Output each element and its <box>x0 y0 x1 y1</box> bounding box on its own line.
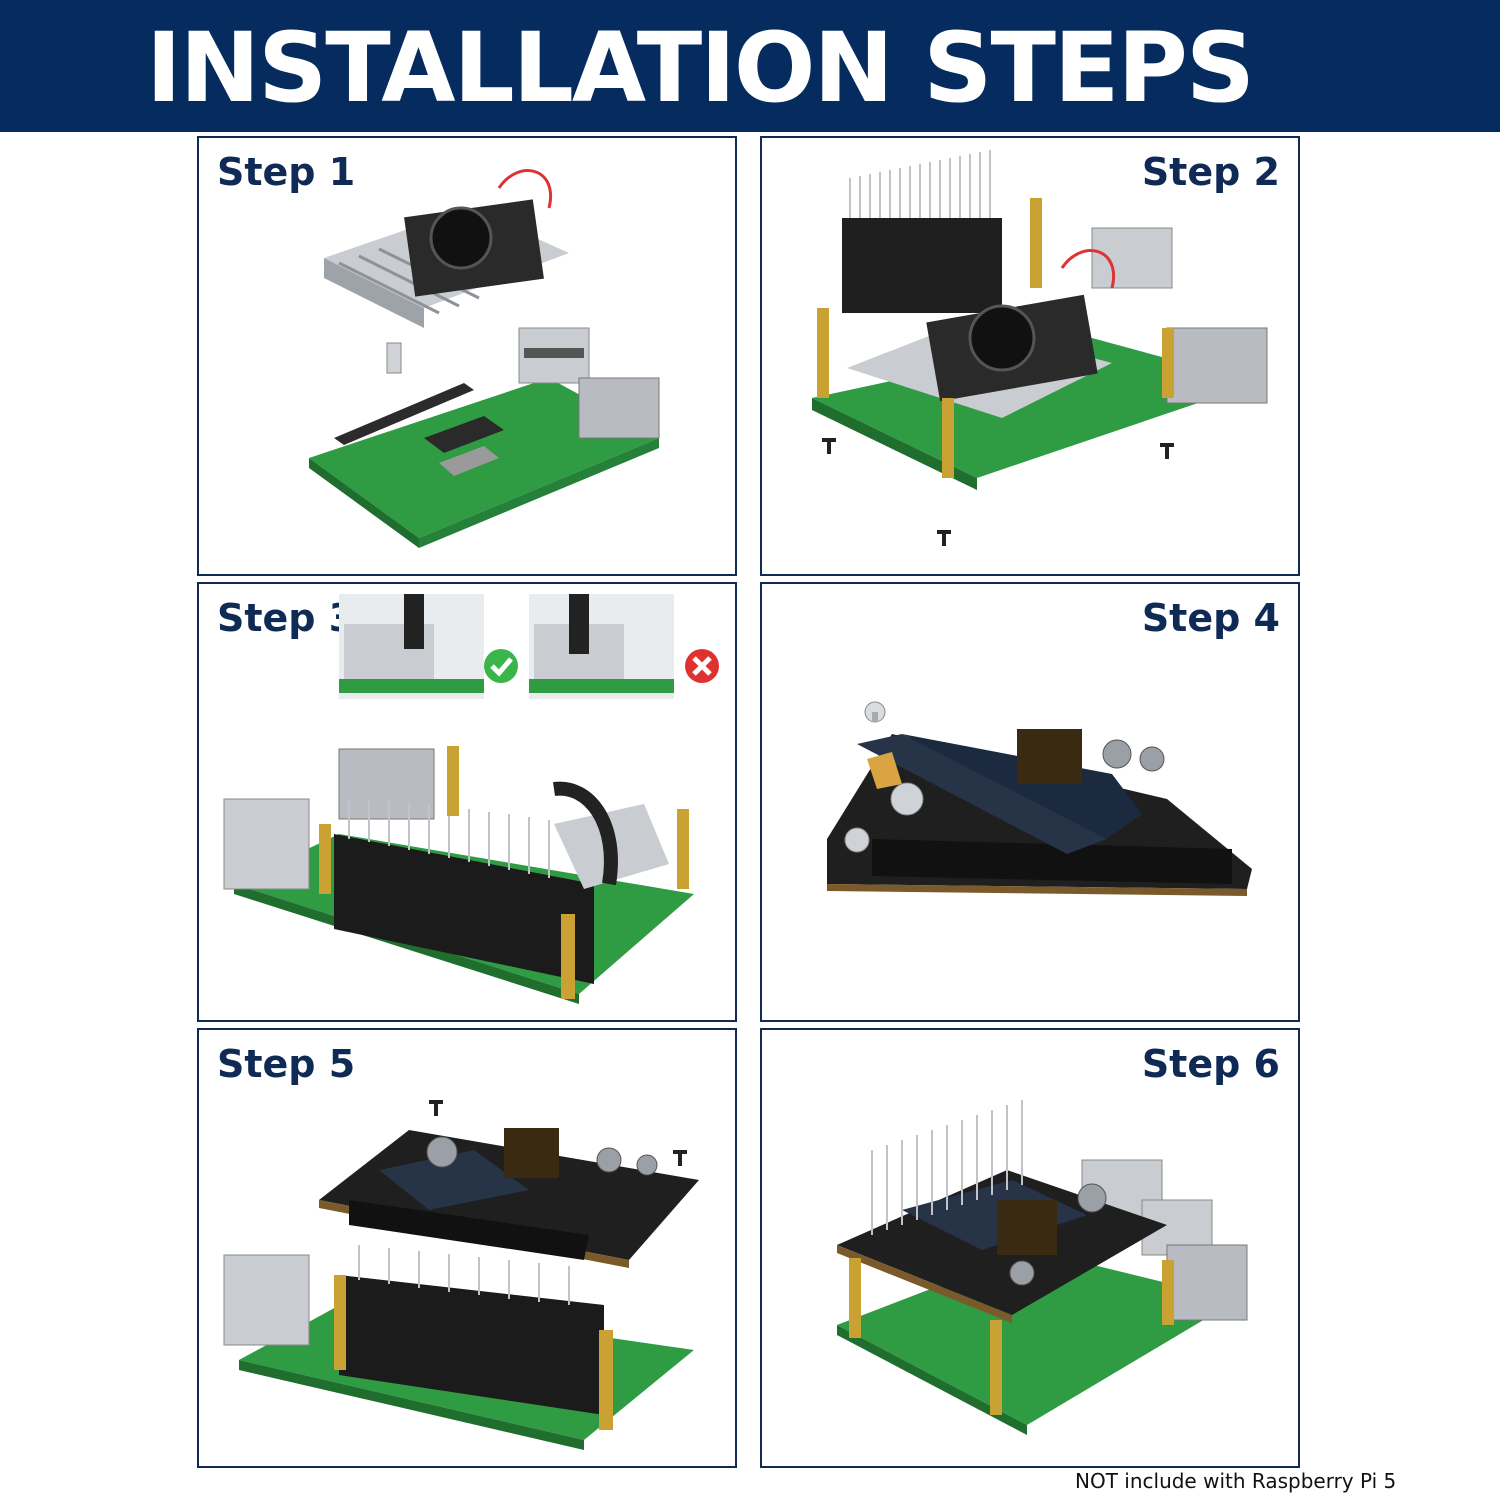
usb-port <box>1091 227 1173 289</box>
soc-chip <box>424 416 504 453</box>
ffc-cable <box>553 781 618 886</box>
capacitor <box>596 1147 622 1173</box>
page-title: INSTALLATION STEPS <box>146 12 1255 124</box>
standoff <box>677 809 689 889</box>
fan-cable <box>497 169 553 209</box>
header-banner: INSTALLATION STEPS <box>0 0 1500 132</box>
nvme-ssd <box>857 734 1107 854</box>
capacitor <box>1009 1260 1035 1286</box>
standoff <box>334 1275 346 1370</box>
ethernet-port <box>1166 1244 1248 1321</box>
nvme-ssd <box>379 1150 529 1210</box>
ethernet-port <box>1166 327 1268 404</box>
footer-note: NOT include with Raspberry Pi 5 <box>1075 1469 1397 1493</box>
step-5-illustration <box>223 1100 699 1450</box>
standoff <box>1162 328 1174 398</box>
standoff <box>817 308 829 398</box>
nvme-ssd <box>902 1180 1087 1250</box>
step-2-label: Step 2 <box>1141 150 1280 194</box>
capacitor <box>1139 746 1165 772</box>
standoff <box>1030 198 1042 288</box>
usb-port <box>223 1254 310 1346</box>
step-1-label: Step 1 <box>217 150 356 194</box>
step-6-illustration <box>837 1100 1248 1435</box>
fan <box>968 304 1036 372</box>
hat-board <box>319 1130 699 1260</box>
usb-port <box>223 798 310 890</box>
step-3-illustration <box>223 594 719 1004</box>
standoff <box>849 1258 861 1338</box>
step-1-panel: Step 1 <box>197 136 737 576</box>
capacitor <box>426 1136 458 1168</box>
check-icon <box>484 649 518 683</box>
step-6-label: Step 6 <box>1141 1042 1280 1086</box>
step-5-label: Step 5 <box>217 1042 356 1086</box>
gpio-extension-header <box>339 1275 604 1415</box>
inductor <box>997 1200 1057 1255</box>
pi-board <box>837 1250 1237 1425</box>
ethernet-port <box>578 377 660 439</box>
standoff <box>319 824 331 894</box>
step-3-panel: Step 3 <box>197 582 737 1022</box>
standoff <box>599 1330 613 1430</box>
inductor <box>504 1128 559 1178</box>
standoff <box>561 914 575 999</box>
step-5-panel: Step 5 <box>197 1028 737 1468</box>
step-3-label: Step 3 <box>217 596 356 640</box>
step-1-illustration <box>309 169 660 548</box>
pi-board <box>812 338 1257 478</box>
standoff <box>1162 1260 1174 1325</box>
standoff <box>942 398 954 478</box>
step-4-label: Step 4 <box>1141 596 1280 640</box>
gpio-extension-header <box>842 218 1002 313</box>
step-4-panel: Step 4 <box>760 582 1300 1022</box>
ethernet-port <box>338 748 435 820</box>
step-2-illustration <box>812 150 1268 546</box>
standoff <box>990 1320 1002 1415</box>
fan <box>429 206 493 270</box>
standoff <box>447 746 459 816</box>
capacitor <box>1077 1183 1107 1213</box>
step-6-panel: Step 6 <box>760 1028 1300 1468</box>
capacitor <box>636 1154 658 1176</box>
capacitor <box>1102 739 1132 769</box>
inductor <box>1017 729 1082 784</box>
step-4-illustration <box>827 701 1252 896</box>
step-2-panel: Step 2 <box>760 136 1300 576</box>
